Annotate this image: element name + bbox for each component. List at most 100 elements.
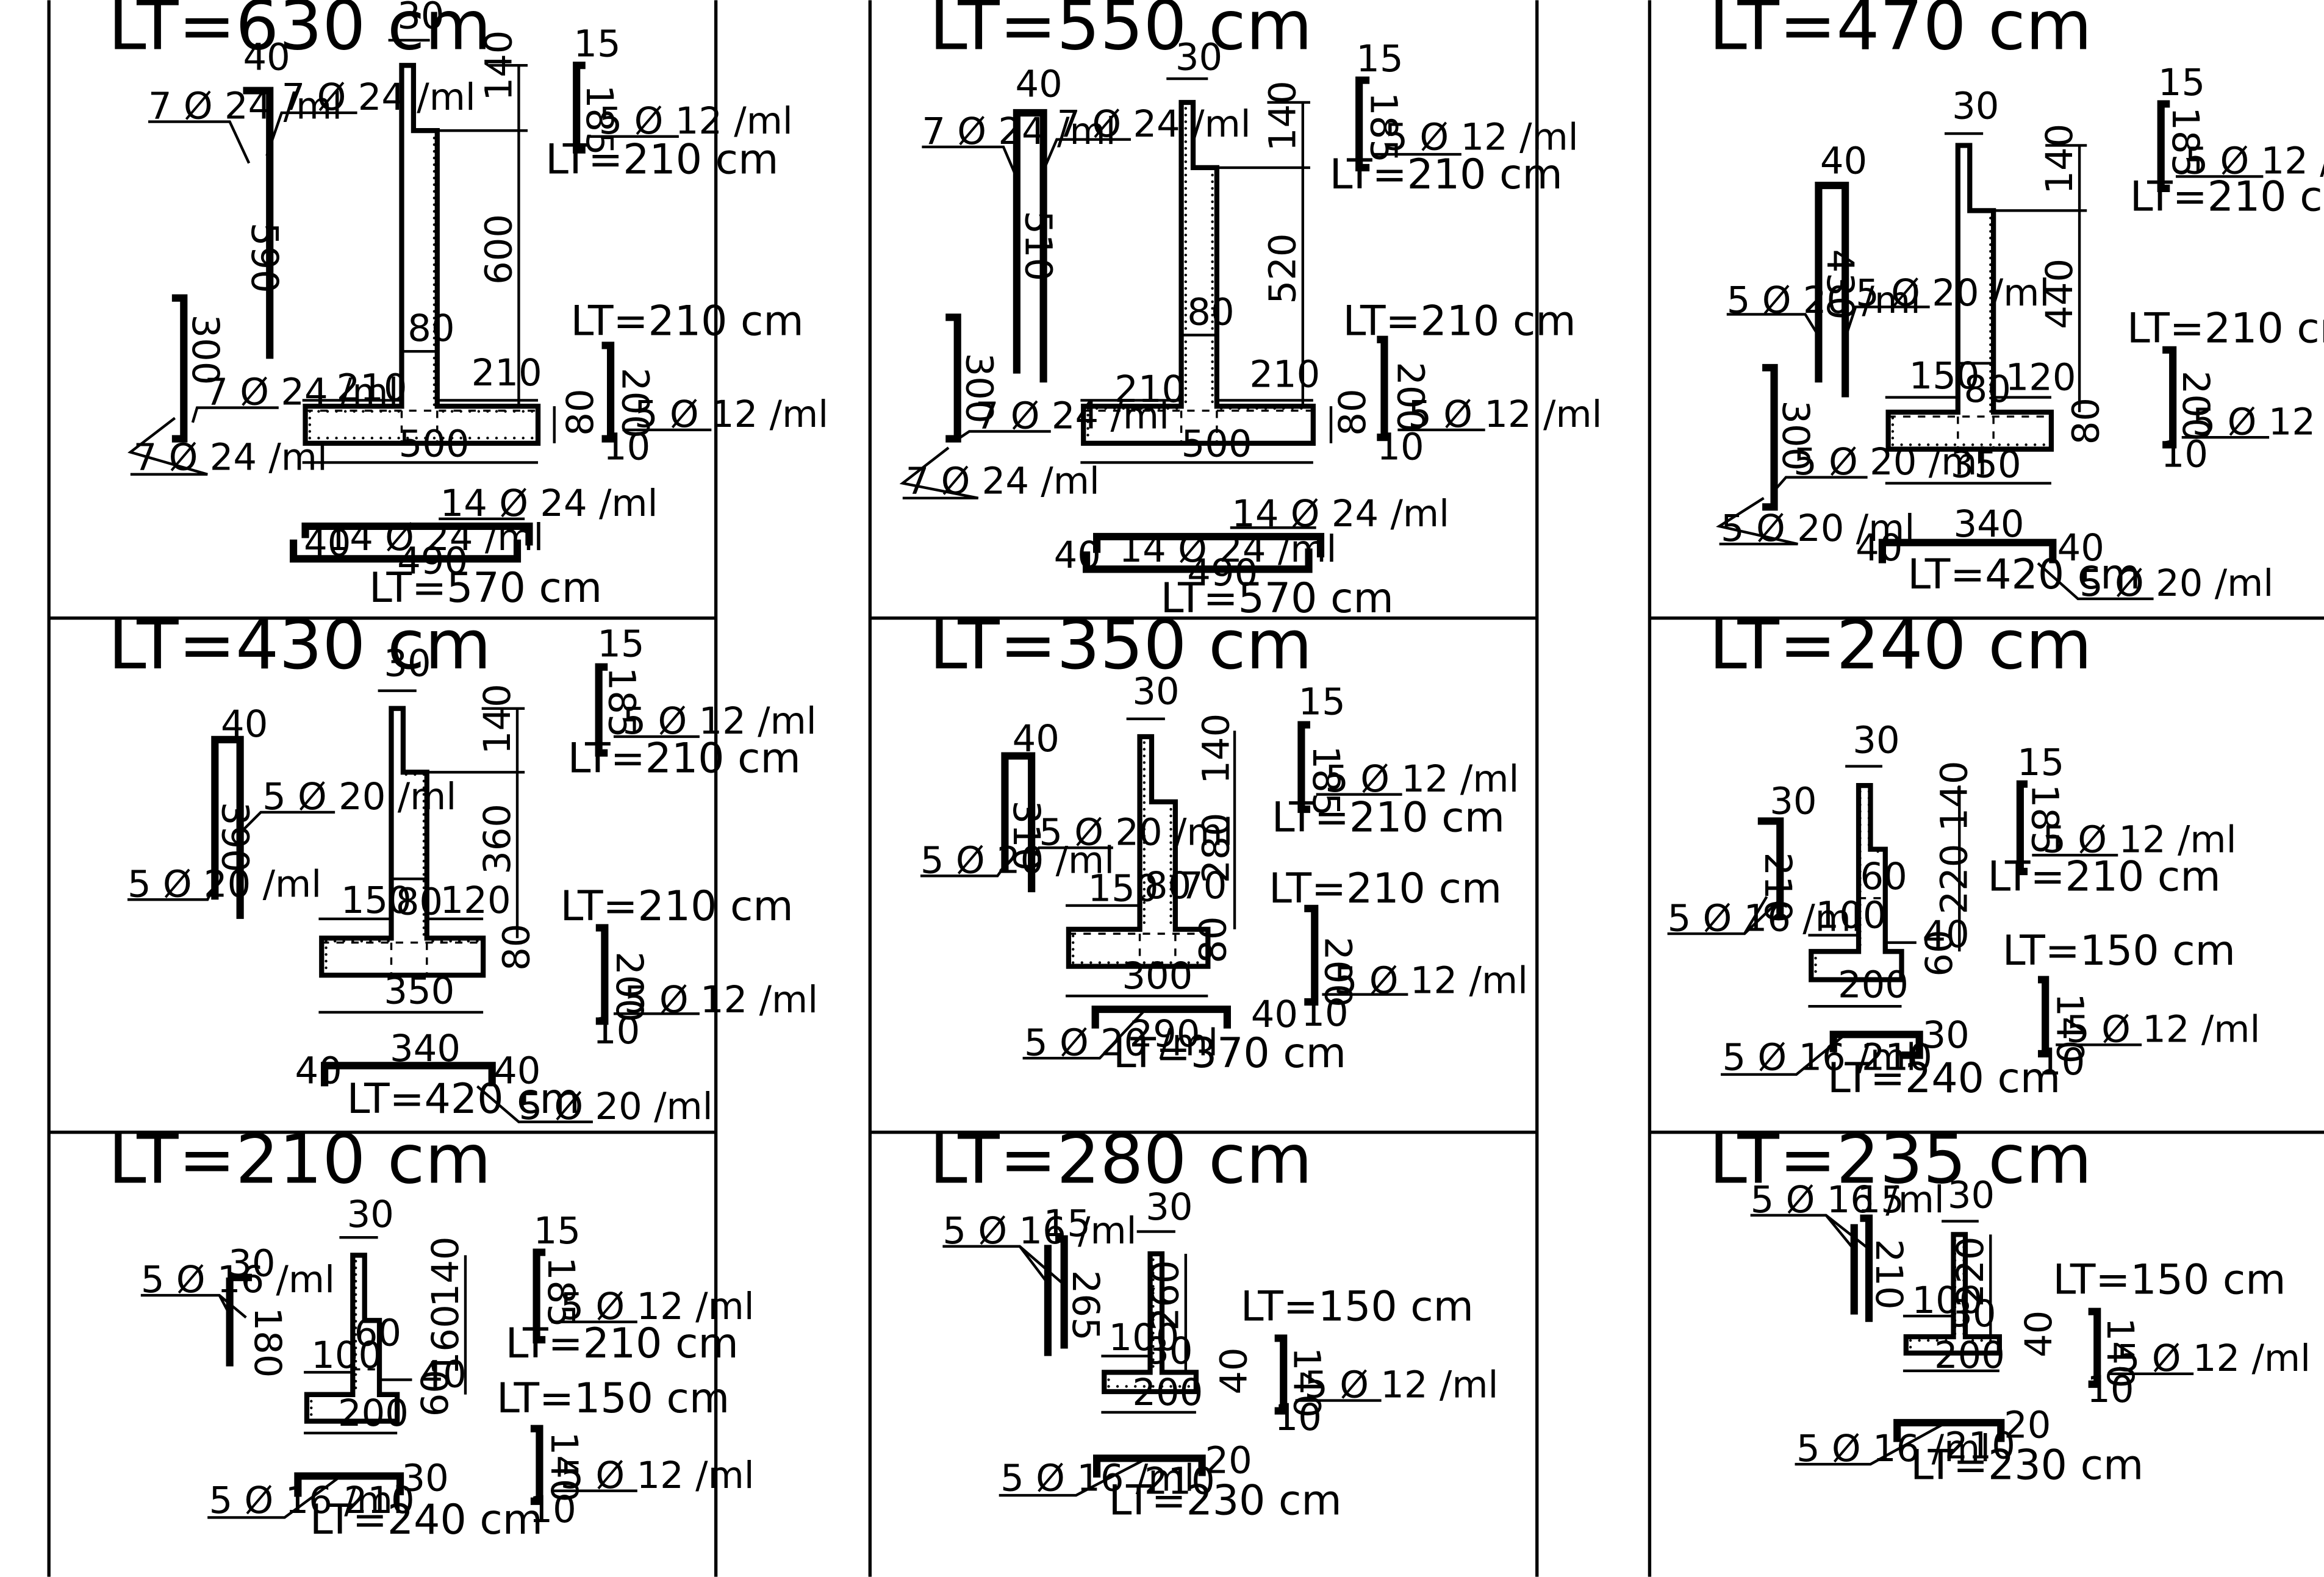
rebar-top-cap xyxy=(595,663,608,757)
rebar-dot xyxy=(1169,874,1172,878)
rebar-dot xyxy=(1989,296,1992,299)
dim-toe: 100 xyxy=(1816,894,1887,937)
rebar-label: 7 Ø 24 /ml xyxy=(134,437,328,479)
dim-base-width: 350 xyxy=(384,970,454,1012)
rebar-dot xyxy=(1211,260,1214,263)
dim-toe: 150 xyxy=(1909,355,1980,398)
rebar-dot xyxy=(1859,870,1862,873)
rebar-dot xyxy=(1086,434,1089,437)
rebar-dot xyxy=(1211,400,1214,403)
panel-lt-550: LT=550 cm 30 140 520 80 210 210 500 80 4… xyxy=(899,0,1602,623)
rebar-dot xyxy=(1211,354,1214,357)
panel-lt-210: LT=210 cm 30 140 160 60 100 40 200 60 30… xyxy=(108,1120,754,1544)
rebar-dot xyxy=(397,437,400,440)
rebar-label: 5 Ø 20 /ml xyxy=(1039,811,1233,854)
rebar-dot xyxy=(328,1393,331,1396)
rebar-dot xyxy=(432,149,436,153)
rebar-dot xyxy=(354,1373,357,1376)
rebar-dot xyxy=(388,410,392,413)
rebar-dot xyxy=(1264,407,1268,410)
rebar-dot xyxy=(1169,907,1172,911)
rebar-dot xyxy=(1211,280,1214,284)
rebar-dot xyxy=(432,296,436,299)
rebar-label: 5 Ø 20 /ml xyxy=(1727,279,1921,322)
rebar-dot xyxy=(1169,807,1172,811)
rebar-dot xyxy=(354,1300,357,1303)
rebar-dot xyxy=(1184,367,1188,370)
rebar-dot xyxy=(1909,1345,1912,1349)
rebar-dot xyxy=(1211,207,1214,210)
rebar-length: 200 xyxy=(614,368,656,438)
rebar-dot xyxy=(1989,283,1992,287)
rebar-dot xyxy=(354,1320,357,1323)
rebar-total-length: LT=210 cm xyxy=(560,882,793,931)
rebar-dot xyxy=(343,437,347,440)
rebar-dot xyxy=(1891,443,1895,446)
rebar-dots xyxy=(1086,107,1303,437)
rebar-dot xyxy=(310,1413,313,1416)
rebar-dot xyxy=(432,176,436,180)
rebar-dot xyxy=(1859,803,1862,806)
rebar-dot xyxy=(1142,794,1146,798)
rebar-label: 5 Ø 20 /ml xyxy=(518,1085,712,1128)
rebar-dot xyxy=(422,893,426,896)
rebar-length: 290 xyxy=(1130,1013,1200,1056)
rebar-label: 5 Ø 12 /ml xyxy=(1325,758,1519,801)
rebar-foot: 10 xyxy=(529,1489,576,1531)
rebar-dot xyxy=(1989,230,1992,233)
rebar-dot xyxy=(432,237,436,240)
rebar-total-length: LT=230 cm xyxy=(1109,1477,1342,1525)
rebar-label: 14 Ø 24 /ml xyxy=(1232,493,1449,535)
rebar-dot xyxy=(1160,1358,1164,1361)
rebar-dot xyxy=(1989,237,1992,240)
rebar-dot xyxy=(1211,373,1214,377)
rebar-dot xyxy=(1142,1371,1146,1375)
rebar-dot xyxy=(354,1273,357,1276)
rebar-dot xyxy=(354,1353,357,1356)
rebar-dot xyxy=(1894,950,1897,953)
dim-lower-height: 600 xyxy=(478,214,520,285)
rebar-label: 7 Ø 24 /ml xyxy=(906,460,1100,502)
rebar-dot xyxy=(1152,1311,1155,1315)
rebar-total-length: LT=210 cm xyxy=(506,1320,739,1368)
dim-top-width: 30 xyxy=(1132,670,1179,713)
rebar-dot xyxy=(1169,841,1172,844)
rebar-dot xyxy=(1859,830,1862,833)
rebar-dot xyxy=(1072,961,1075,964)
rebar-dot xyxy=(325,966,328,970)
dim-heel: 70 xyxy=(1180,865,1227,907)
rebar-dot xyxy=(1814,970,1817,973)
panel-lt-240: LT=240 cm 30 140 220 60 100 40 200 60 30… xyxy=(1667,606,2260,1103)
rebar-u-bar xyxy=(1878,538,2057,563)
rebar-dot xyxy=(354,1279,357,1283)
rebar-dot xyxy=(1962,1252,1965,1256)
rebar-label: 7 Ø 24 /ml xyxy=(148,85,342,128)
rebar-dot xyxy=(1142,861,1146,864)
rebar-dot xyxy=(432,163,436,166)
rebar-dot xyxy=(310,1393,313,1396)
rebar-dot xyxy=(1859,943,1862,946)
rebar-dot xyxy=(308,430,312,433)
rebar-dot xyxy=(1169,888,1172,891)
rebar-dot xyxy=(422,859,426,863)
rebar-hook-length: 15 xyxy=(2017,742,2064,784)
rebar-hook-length: 40 xyxy=(1856,527,1903,570)
rebar-total-length: LT=210 cm xyxy=(545,136,778,184)
rebar-dot xyxy=(1211,213,1214,216)
rebar-dot xyxy=(310,1400,313,1403)
rebar-dot xyxy=(1184,254,1188,257)
rebar-dot xyxy=(1859,817,1862,820)
dim-top-width: 30 xyxy=(1948,1175,1995,1217)
rebar-dot xyxy=(1282,407,1285,410)
rebar-dot xyxy=(432,276,436,280)
rebar-dot xyxy=(1918,1339,1921,1342)
rebar-dot xyxy=(1841,950,1844,953)
rebar-dot xyxy=(1134,961,1137,964)
rebar-total-length: LT=150 cm xyxy=(2003,927,2236,975)
rebar-dot xyxy=(422,773,426,776)
rebar-dot xyxy=(1859,790,1862,793)
rebar-dot xyxy=(1989,403,1992,406)
rebar-dot xyxy=(1113,407,1116,410)
rebar-foot: 10 xyxy=(1301,992,1348,1035)
dim-lower-height: 440 xyxy=(2039,259,2081,329)
